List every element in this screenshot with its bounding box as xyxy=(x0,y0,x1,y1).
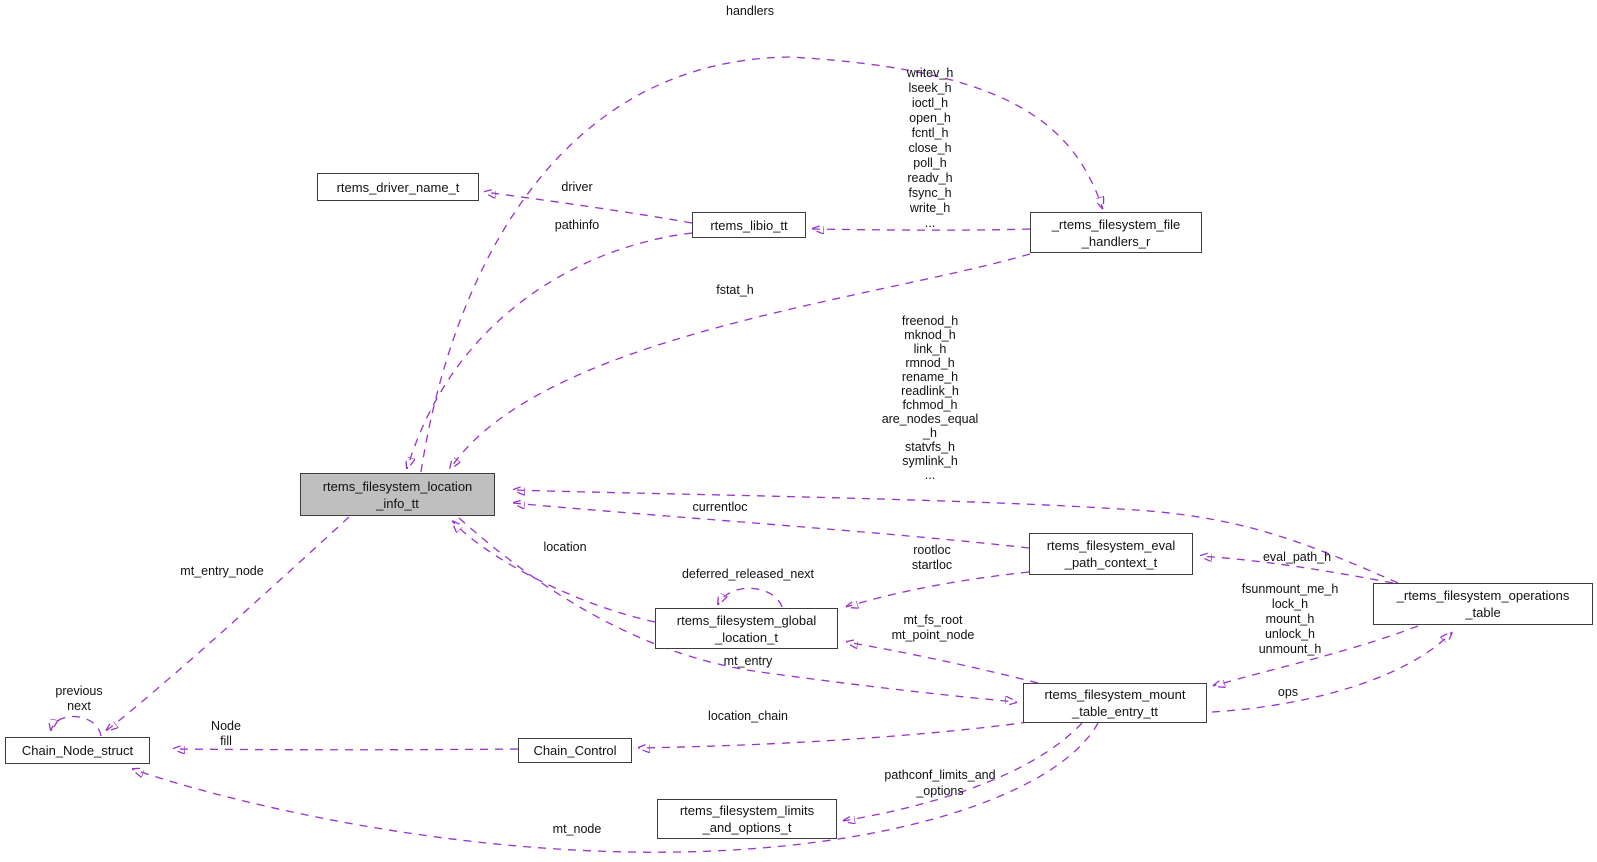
node-rtems-filesystem-mount-table-entry-tt[interactable]: rtems_filesystem_mount _table_entry_tt xyxy=(1023,683,1207,723)
node-chain-control[interactable]: Chain_Control xyxy=(518,738,632,763)
edge-label-fstat-h: fstat_h xyxy=(716,283,754,297)
edge-label-driver: driver xyxy=(561,180,593,194)
edge-label-deferred-released-next: deferred_released_next xyxy=(681,567,815,581)
edge-ops xyxy=(1211,632,1452,713)
node-rtems-driver-name-t[interactable]: rtems_driver_name_t xyxy=(317,173,479,201)
edge-label-node-fill: Node fill xyxy=(211,719,241,748)
node-rtems-filesystem-eval-path-context-t[interactable]: rtems_filesystem_eval _path_context_t xyxy=(1029,533,1193,575)
edge-label-eval-path-h: eval_path_h xyxy=(1262,550,1332,564)
node-rtems-libio-tt[interactable]: rtems_libio_tt xyxy=(692,212,806,238)
node-rtems-filesystem-location-info-tt[interactable]: rtems_filesystem_location _info_tt xyxy=(300,473,495,516)
edge-label-currentloc: currentloc xyxy=(692,500,748,514)
edge-mt-node xyxy=(132,722,1099,853)
edge-label-file-handler-members: writev_h lseek_h ioctl_h open_h fcntl_h … xyxy=(906,66,954,230)
node-chain-node-struct[interactable]: Chain_Node_struct xyxy=(5,737,150,764)
edge-handlers xyxy=(420,56,1103,473)
edge-rootloc-startloc xyxy=(846,571,1030,607)
edge-mount-handler-members xyxy=(1213,625,1419,686)
edge-pathconf-limits-and-options xyxy=(843,722,1083,821)
edge-label-mt-entry-node: mt_entry_node xyxy=(180,564,264,578)
edge-label-rootloc-startloc: rootloc startloc xyxy=(911,543,953,572)
edge-label-previous-next: previous next xyxy=(55,684,103,713)
edge-label-location: location xyxy=(543,540,587,554)
edge-label-location-chain: location_chain xyxy=(708,709,788,723)
edge-mt-fs-root-mt-point-node xyxy=(846,642,1039,684)
edge-fstat-h xyxy=(450,253,1031,469)
edge-label-mount-handler-members: fsunmount_me_h lock_h mount_h unlock_h u… xyxy=(1241,582,1339,656)
node-rtems-filesystem-operations-table[interactable]: _rtems_filesystem_operations _table xyxy=(1373,583,1593,625)
edge-deferred-released-next xyxy=(718,587,783,607)
edge-location-chain xyxy=(638,721,1030,748)
edge-file-handler-members xyxy=(812,229,1031,230)
edge-label-handlers: handlers xyxy=(726,4,774,18)
edge-label-pathinfo: pathinfo xyxy=(554,218,600,232)
edge-mt-entry xyxy=(458,517,1017,702)
edge-label-mt-fs-root-mt-point-node: mt_fs_root mt_point_node xyxy=(891,613,975,642)
edge-label-mt-node: mt_node xyxy=(552,822,602,836)
edge-previous-next xyxy=(51,715,102,736)
edge-operations-members xyxy=(513,490,1399,584)
node-rtems-filesystem-global-location-t[interactable]: rtems_filesystem_global _location_t xyxy=(655,608,838,649)
edge-driver xyxy=(484,192,693,224)
edge-node-fill xyxy=(173,749,519,750)
node-rtems-filesystem-file-handlers-r[interactable]: _rtems_filesystem_file _handlers_r xyxy=(1030,212,1202,253)
edge-currentloc xyxy=(513,503,1030,549)
edge-label-ops: ops xyxy=(1277,685,1299,699)
edge-location xyxy=(452,521,656,623)
edge-label-mt-entry: mt_entry xyxy=(723,654,773,668)
edge-label-pathconf-limits-and-options: pathconf_limits_and _options xyxy=(884,768,996,798)
edge-mt-entry-node xyxy=(106,516,350,731)
edge-label-operations-members: freenod_h mknod_h link_h rmnod_h rename_… xyxy=(881,314,979,482)
node-rtems-filesystem-limits-and-options-t[interactable]: rtems_filesystem_limits _and_options_t xyxy=(657,799,837,839)
